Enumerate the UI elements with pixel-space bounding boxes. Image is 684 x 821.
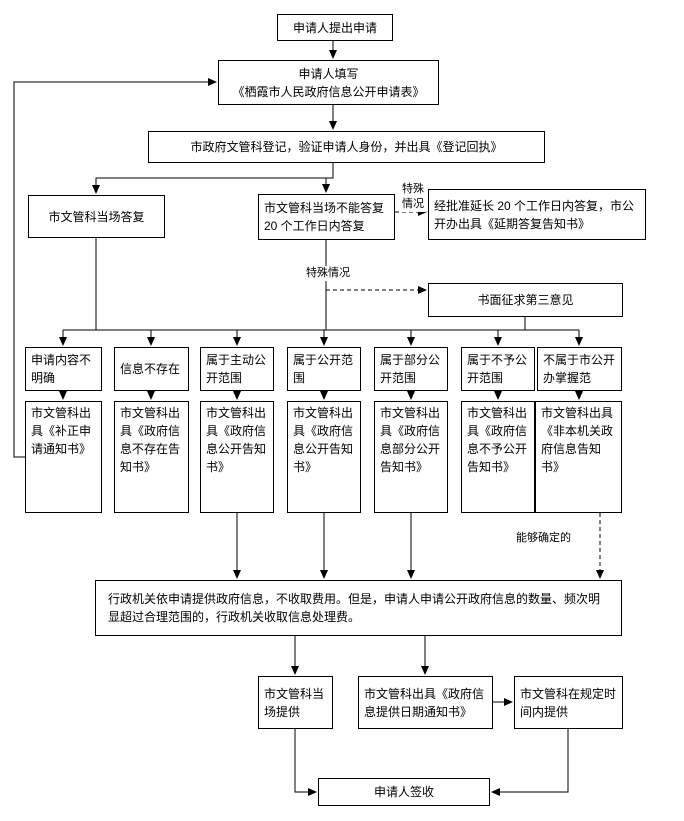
node-result-1: 市文管科出具《补正申请通知书》	[25, 401, 102, 513]
node-condition-6: 属于不予公开范围	[461, 347, 535, 391]
node-condition-4: 属于公开范围	[287, 347, 361, 391]
node-condition-2: 信息不存在	[114, 347, 189, 391]
label-determinable: 能够确定的	[516, 531, 571, 546]
node-condition-5: 属于部分公开范围	[374, 347, 448, 391]
node-result-5: 市文管科出具《政府信息部分公开告知书》	[374, 401, 448, 513]
node-fee-notice: 行政机关依申请提供政府信息，不收取费用。但是，申请人申请公开政府信息的数量、频次…	[95, 580, 622, 636]
node-result-3: 市文管科出具《政府信息公开告知书》	[200, 401, 274, 513]
node-condition-7: 不属于市公开办掌握范	[537, 347, 622, 391]
node-sign: 申请人签收	[318, 778, 490, 806]
node-reply-onspot: 市文管科当场答复	[28, 195, 165, 238]
node-provide-scheduled: 市文管科在规定时间内提供	[514, 676, 623, 729]
node-result-4: 市文管科出具《政府信息公开告知书》	[287, 401, 361, 513]
node-condition-1: 申请内容不明确	[25, 347, 102, 391]
label-special-case-vertical: 特殊情况	[400, 182, 426, 212]
node-condition-3: 属于主动公开范围	[200, 347, 274, 391]
node-result-6: 市文管科出具《政府信息不予公开告知书》	[461, 401, 535, 513]
node-provide-onspot: 市文管科当场提供	[258, 676, 333, 729]
node-result-2: 市文管科出具《政府信息不存在告知书》	[114, 401, 189, 513]
node-provide-notice: 市文管科出具《政府信息提供日期通知书》	[358, 676, 493, 729]
label-special-case: 特殊情况	[306, 266, 350, 281]
node-reply-20days: 市文管科当场不能答复 20 个工作日内答复	[258, 194, 395, 240]
node-fill-form-line2: 《栖霞市人民政府信息公开申请表》	[232, 84, 425, 99]
node-start: 申请人提出申请	[277, 14, 393, 41]
node-fill-form: 申请人填写 《栖霞市人民政府信息公开申请表》	[218, 60, 439, 105]
node-reply-extended: 经批准延长 20 个工作日内答复，市公开办出具《延期答复告知书》	[428, 189, 646, 240]
node-third-party-opinion: 书面征求第三意见	[428, 283, 623, 317]
node-fill-form-line1: 申请人填写	[298, 66, 359, 81]
node-register: 市政府文管科登记，验证申请人身份，并出具《登记回执》	[148, 131, 545, 163]
node-result-7: 市文管科出具《非本机关政府信息告知书》	[535, 401, 622, 513]
